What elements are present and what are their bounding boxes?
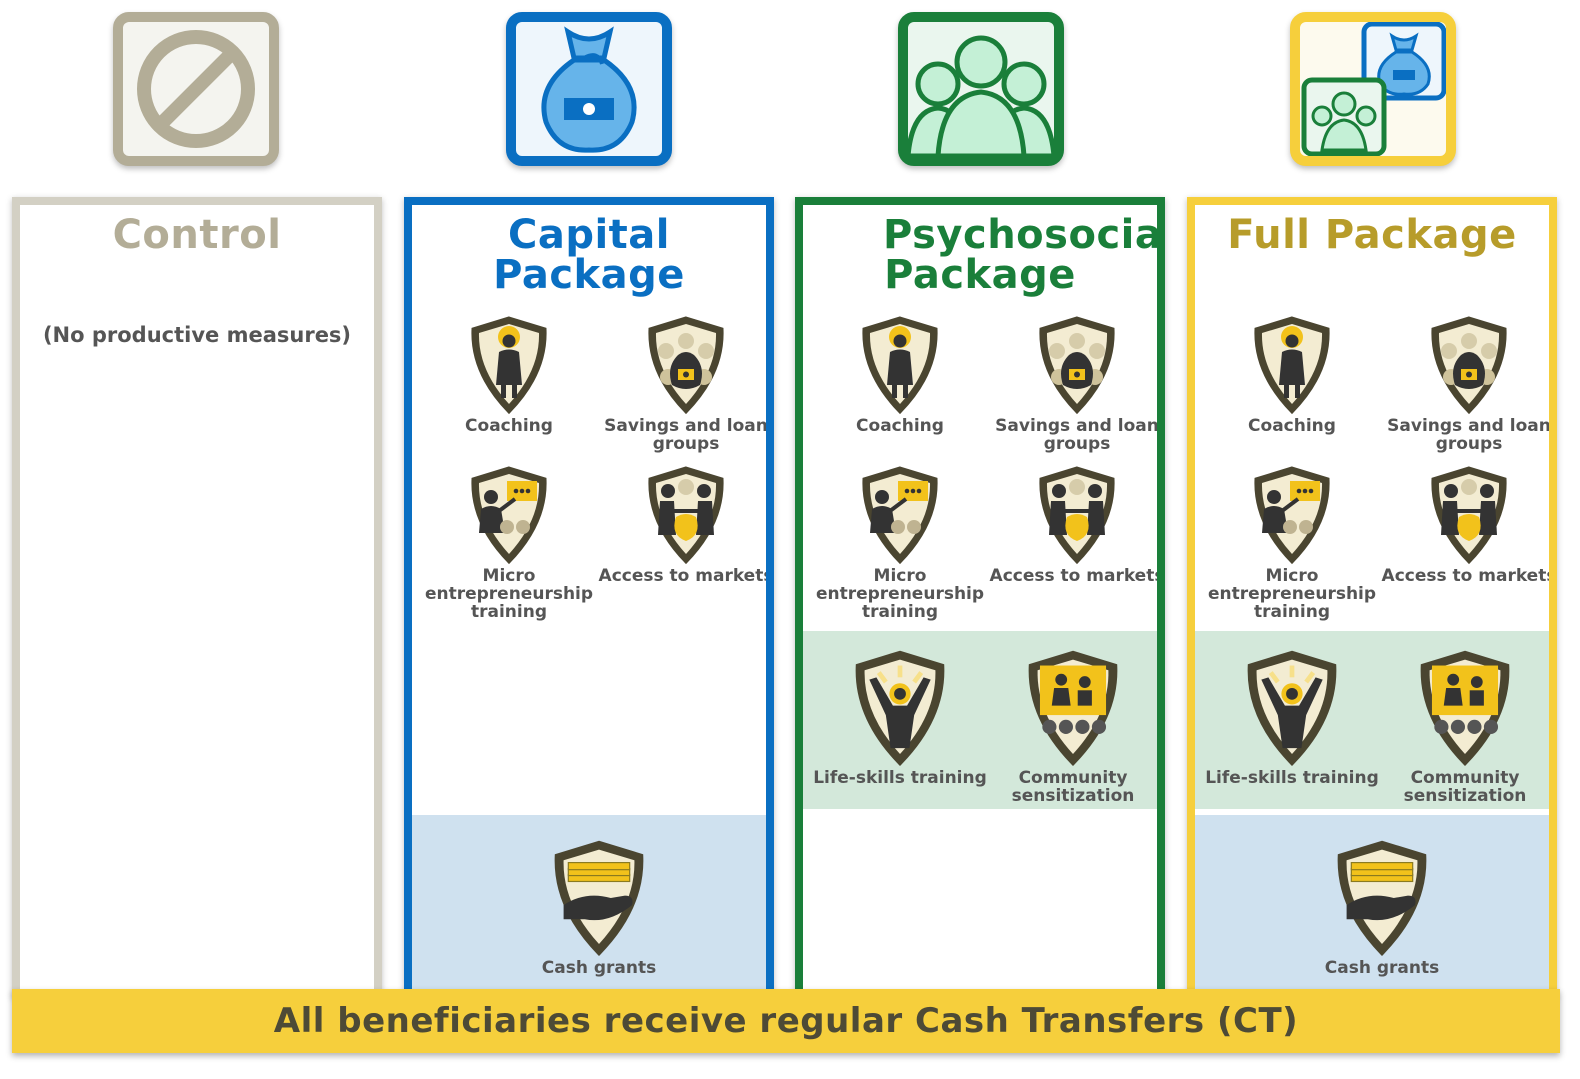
capital-title: Capital Package <box>493 212 685 298</box>
capital-coaching: Coaching <box>419 315 599 435</box>
capital-savings: Savings and loan groups <box>596 315 768 454</box>
psy-micro: Micro entrepreneurship training <box>810 465 990 621</box>
measure-label: Community sensitization <box>1403 768 1527 806</box>
full-icon-tile <box>1290 12 1456 166</box>
community-sensitization-icon <box>1023 649 1123 767</box>
micro-entrepreneurship-icon <box>1250 465 1334 565</box>
measure-label: Access to markets <box>1381 566 1557 586</box>
full-community: Community sensitization <box>1375 649 1549 806</box>
measure-label: Micro entrepreneurship training <box>815 566 985 622</box>
full-markets: Access to markets <box>1379 465 1557 586</box>
micro-entrepreneurship-icon <box>467 465 551 565</box>
lifeskills-icon <box>1242 649 1342 767</box>
coaching-icon <box>1250 315 1334 415</box>
psy-markets: Access to markets <box>987 465 1165 586</box>
psychosocial-icon-tile <box>898 12 1064 166</box>
psychosocial-title: Psychosocial Package <box>883 212 1165 298</box>
cash-transfers-banner: All beneficiaries receive regular Cash T… <box>12 989 1560 1053</box>
measure-label: Cash grants <box>541 958 657 978</box>
capital-micro: Micro entrepreneurship training <box>419 465 599 621</box>
cash-grants-icon <box>549 839 649 957</box>
capital-markets: Access to markets <box>596 465 774 586</box>
savings-loan-icon <box>644 315 728 415</box>
measure-label: Micro entrepreneurship training <box>424 566 594 622</box>
capital-cash-grants: Cash grants <box>509 839 689 977</box>
measure-label: Cash grants <box>1324 958 1440 978</box>
measure-label: Life-skills training <box>1205 768 1379 788</box>
control-subtitle: (No productive measures) <box>42 323 352 347</box>
savings-loan-icon <box>1035 315 1119 415</box>
cash-grants-icon <box>1332 839 1432 957</box>
control-title: Control <box>112 212 282 258</box>
measure-label: Savings and loan groups <box>995 416 1159 454</box>
full-micro: Micro entrepreneurship training <box>1202 465 1382 621</box>
markets-icon <box>1427 465 1511 565</box>
cash-transfers-text: All beneficiaries receive regular Cash T… <box>273 1001 1299 1041</box>
measure-label: Coaching <box>1248 416 1336 436</box>
capital-column: Capital Package Coaching Savings and loa… <box>404 197 774 997</box>
measure-label: Savings and loan groups <box>1387 416 1551 454</box>
psy-coaching: Coaching <box>810 315 990 435</box>
micro-entrepreneurship-icon <box>858 465 942 565</box>
full-lifeskills: Life-skills training <box>1202 649 1382 787</box>
measure-label: Savings and loan groups <box>604 416 768 454</box>
coaching-icon <box>467 315 551 415</box>
measure-label: Access to markets <box>598 566 774 586</box>
control-icon-tile <box>113 12 279 166</box>
full-cash-grants: Cash grants <box>1292 839 1472 977</box>
measure-label: Access to markets <box>989 566 1165 586</box>
measure-label: Coaching <box>856 416 944 436</box>
control-column: Control (No productive measures) <box>12 197 382 997</box>
full-savings: Savings and loan groups <box>1379 315 1551 454</box>
psy-community: Community sensitization <box>983 649 1157 806</box>
markets-icon <box>644 465 728 565</box>
coaching-icon <box>858 315 942 415</box>
full-title: Full Package <box>1227 212 1517 258</box>
lifeskills-icon <box>850 649 950 767</box>
community-sensitization-icon <box>1415 649 1515 767</box>
markets-icon <box>1035 465 1119 565</box>
savings-loan-icon <box>1427 315 1511 415</box>
full-coaching: Coaching <box>1202 315 1382 435</box>
psy-savings: Savings and loan groups <box>987 315 1159 454</box>
measure-label: Community sensitization <box>1011 768 1135 806</box>
capital-icon-tile <box>506 12 672 166</box>
psy-lifeskills: Life-skills training <box>810 649 990 787</box>
psychosocial-column: Psychosocial Package Coaching Savings an… <box>795 197 1165 997</box>
measure-label: Coaching <box>465 416 553 436</box>
full-column: Full Package Coaching Savings and loan g… <box>1187 197 1557 997</box>
combined-package-icon <box>1301 22 1446 156</box>
measure-label: Micro entrepreneurship training <box>1207 566 1377 622</box>
measure-label: Life-skills training <box>813 768 987 788</box>
group-people-icon <box>908 35 1054 156</box>
money-bag-icon <box>541 26 637 153</box>
no-entry-icon <box>137 30 255 148</box>
